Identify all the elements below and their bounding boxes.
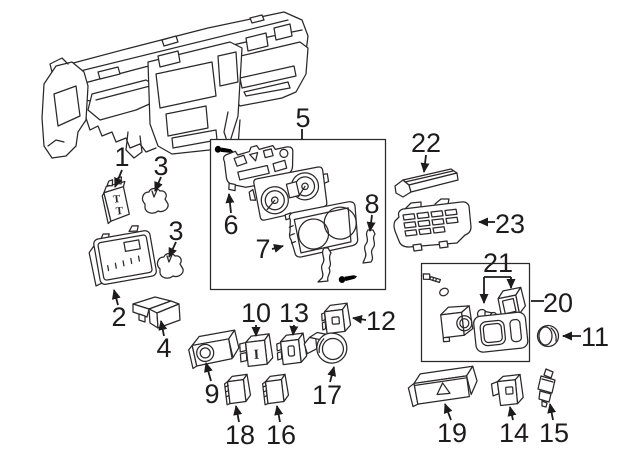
callout-12[interactable]: 12 <box>366 306 396 336</box>
leader-19 <box>443 403 453 421</box>
callout-22[interactable]: 22 <box>411 128 441 158</box>
part-16-switch[interactable] <box>262 373 290 406</box>
leader-14 <box>507 406 517 421</box>
part-10-glyph: I <box>253 348 259 363</box>
part-10-switch[interactable]: I <box>239 333 274 368</box>
part-3-clip-lower[interactable] <box>156 252 184 279</box>
bolt-icon <box>422 273 442 284</box>
leader-4 <box>158 320 168 337</box>
callout-18[interactable]: 18 <box>225 420 255 450</box>
callout-7[interactable]: 7 <box>255 234 270 264</box>
callout-6[interactable]: 6 <box>223 210 238 240</box>
callout-17[interactable]: 17 <box>312 380 342 410</box>
part-14-switch[interactable] <box>490 373 524 407</box>
leader-6 <box>225 193 235 214</box>
callout-4[interactable]: 4 <box>156 333 171 363</box>
leader-18 <box>233 405 243 423</box>
callout-21[interactable]: 21 <box>483 248 513 278</box>
callout-2[interactable]: 2 <box>111 302 126 332</box>
part-20-switch-round-lens[interactable] <box>440 305 474 343</box>
part-22-module[interactable] <box>394 168 459 198</box>
part-23-control-module[interactable] <box>393 198 472 252</box>
leader-12 <box>352 314 367 324</box>
callout-19[interactable]: 19 <box>437 418 467 448</box>
callout-leaders <box>111 129 581 423</box>
part-1-glyph-top: T <box>112 193 121 206</box>
part-7-cluster-lens[interactable] <box>286 201 361 258</box>
callout-9[interactable]: 9 <box>204 379 219 409</box>
part-9-switch-wide[interactable] <box>187 329 241 370</box>
leader-16 <box>274 405 284 423</box>
callout-3a[interactable]: 3 <box>153 151 168 181</box>
part-20-bezel-plate[interactable] <box>473 311 529 353</box>
callout-10[interactable]: 10 <box>241 298 271 328</box>
part-8-bracket[interactable] <box>362 229 376 264</box>
leader-3b <box>168 241 177 258</box>
part-15-switch[interactable] <box>537 368 556 408</box>
hazard-triangle-icon <box>436 382 451 396</box>
callout-5[interactable]: 5 <box>295 103 310 133</box>
callout-11[interactable]: 11 <box>581 322 609 352</box>
callout-13[interactable]: 13 <box>279 298 309 328</box>
callout-23[interactable]: 23 <box>495 209 525 239</box>
callout-14[interactable]: 14 <box>499 418 529 448</box>
part-11-knob[interactable] <box>536 324 560 348</box>
callout-labels: 1 3 3 2 4 5 6 7 8 9 10 11 12 13 14 15 16… <box>111 103 609 450</box>
part-13-switch[interactable] <box>276 332 308 366</box>
part-1-glyph-bottom: T <box>115 205 124 218</box>
part-3-clip-upper[interactable] <box>141 187 169 214</box>
callout-1[interactable]: 1 <box>114 142 129 172</box>
leader-15 <box>547 403 557 421</box>
part-19-hazard-switch[interactable] <box>407 365 479 408</box>
part-12-switch[interactable] <box>321 302 352 335</box>
leader-2 <box>111 289 121 306</box>
grommet-icon <box>439 287 449 297</box>
callout-8[interactable]: 8 <box>364 189 379 219</box>
part-5-lower-bracket <box>317 247 332 283</box>
callout-15[interactable]: 15 <box>539 418 569 448</box>
leader-3a <box>154 176 163 192</box>
leader-1 <box>114 169 123 188</box>
callout-20[interactable]: 20 <box>543 288 573 318</box>
part-17-round-switch[interactable] <box>303 330 348 366</box>
part-18-switch[interactable] <box>224 373 252 406</box>
leader-13 <box>289 324 299 336</box>
part-2-display-panel[interactable] <box>86 223 157 287</box>
part-1-switch[interactable]: T T <box>100 176 130 225</box>
leader-17 <box>327 366 337 383</box>
leader-9 <box>204 362 213 382</box>
callout-16[interactable]: 16 <box>266 420 296 450</box>
part-4-relay-block[interactable] <box>132 296 181 329</box>
leader-22 <box>420 154 430 173</box>
instrument-panel-outline-drawing <box>41 11 309 159</box>
callout-3b[interactable]: 3 <box>168 216 183 246</box>
leader-8 <box>366 214 376 232</box>
part-5-gauge-plate[interactable] <box>247 166 333 225</box>
leader-7 <box>271 244 284 253</box>
part-21-switch[interactable] <box>497 286 527 318</box>
